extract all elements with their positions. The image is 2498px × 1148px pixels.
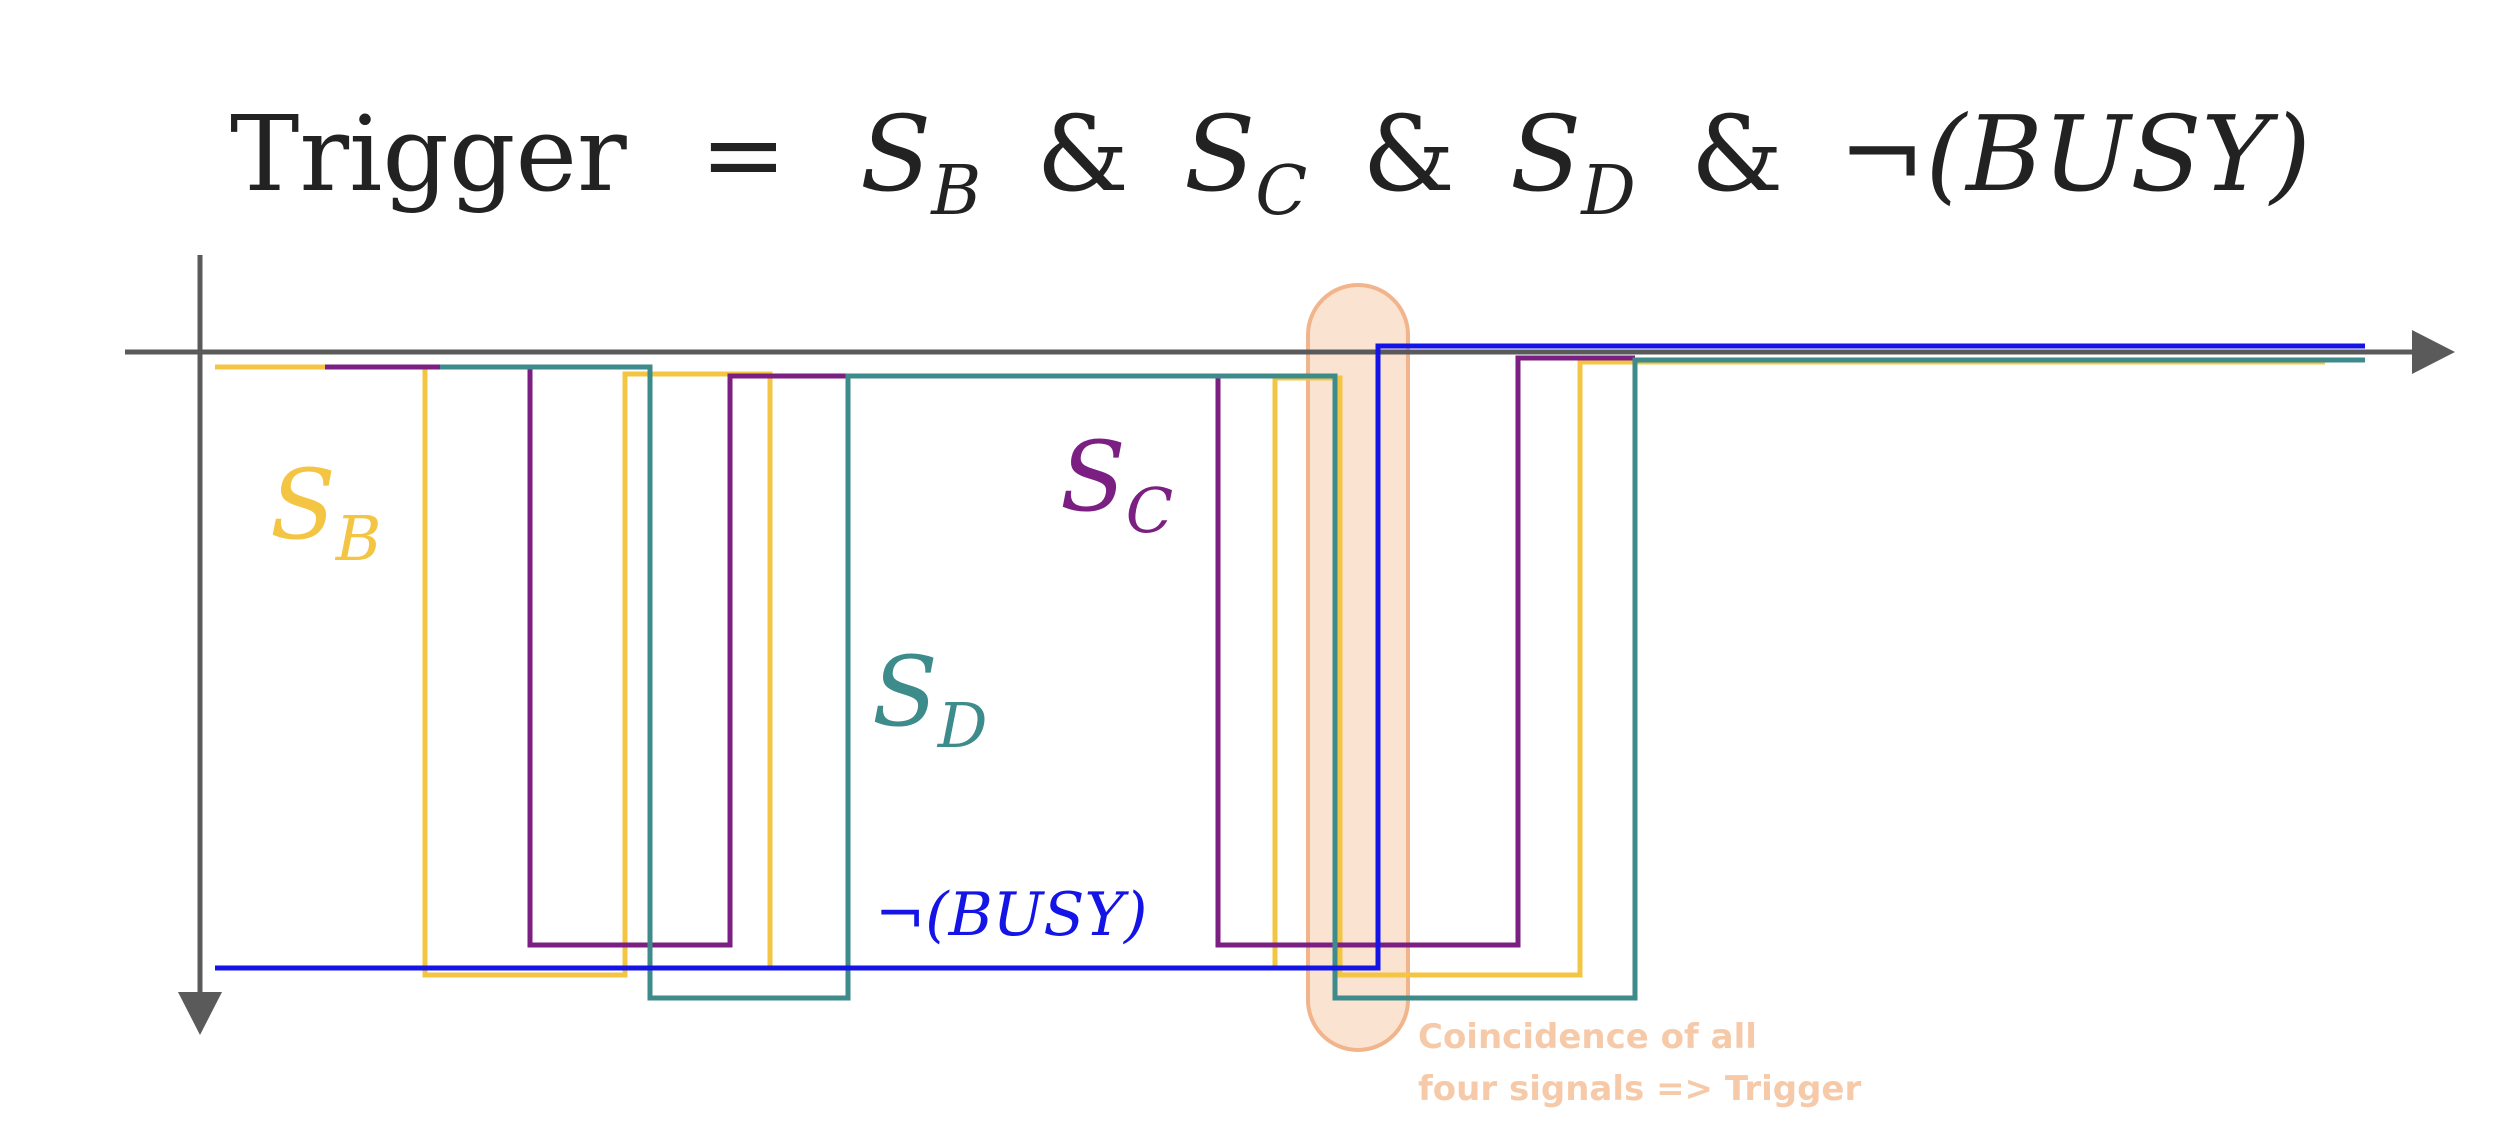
equation-title: Trigger = SB & SC & SD & ¬(BUSY) — [230, 93, 2311, 239]
equation-s-b: S — [860, 93, 931, 215]
equation-lhs: Trigger — [230, 93, 627, 215]
annotation-line-2: four signals => Trigger — [1418, 1069, 1861, 1109]
annotation-line-1: Coincidence of all — [1418, 1017, 1757, 1057]
label-not-busy: ¬(BUSY) — [875, 880, 1147, 950]
equation-s-c: S — [1184, 93, 1255, 215]
signal-s-d-waveform — [440, 357, 2365, 1001]
signal-axis-arrowhead — [178, 992, 222, 1035]
equation-sub-c: C — [1255, 152, 1307, 231]
label-s-d: SD — [872, 636, 987, 762]
equation-amp-2: & — [1362, 93, 1455, 215]
equation-sub-b: B — [929, 152, 981, 231]
equation-s-d: S — [1510, 93, 1581, 215]
equation-equals: = — [700, 93, 787, 215]
equation-amp-1: & — [1036, 93, 1129, 215]
equation-amp-3: & — [1691, 93, 1784, 215]
coincidence-highlight — [1306, 283, 1410, 1052]
signal-s-c-waveform — [325, 355, 1635, 948]
label-s-b: SB — [270, 449, 381, 575]
signal-not-busy-waveform — [215, 343, 2365, 971]
label-s-c: SC — [1060, 421, 1173, 547]
equation-neg-busy: ¬(BUSY) — [1838, 93, 2310, 215]
equation-sub-d: D — [1579, 152, 1636, 231]
time-axis-arrowhead — [2412, 330, 2455, 374]
